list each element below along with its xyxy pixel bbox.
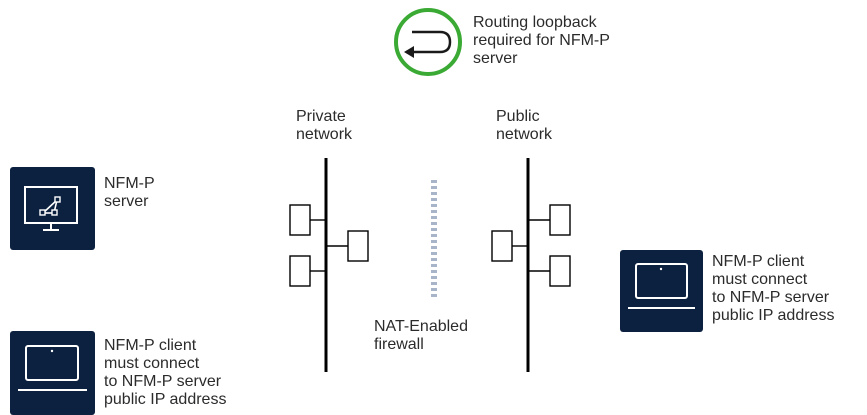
public-network-label: Public network xyxy=(496,108,553,143)
loopback-label: Routing loopback required for NFM-P serv… xyxy=(473,14,610,67)
client-left-label: NFM-P client must connect to NFM-P serve… xyxy=(104,337,227,408)
server-monitor-icon xyxy=(24,186,78,231)
server-label: NFM-P server xyxy=(104,175,155,210)
client-right-tile xyxy=(620,250,703,332)
laptop-icon xyxy=(628,263,695,309)
server-tile xyxy=(10,167,95,250)
client-left-tile xyxy=(10,331,95,415)
public-network-hosts xyxy=(491,204,571,287)
private-network-label: Private network xyxy=(296,108,353,143)
client-right-label: NFM-P client must connect to NFM-P serve… xyxy=(712,253,835,324)
laptop-icon xyxy=(18,345,87,391)
firewall-label: NAT-Enabled firewall xyxy=(374,318,468,353)
